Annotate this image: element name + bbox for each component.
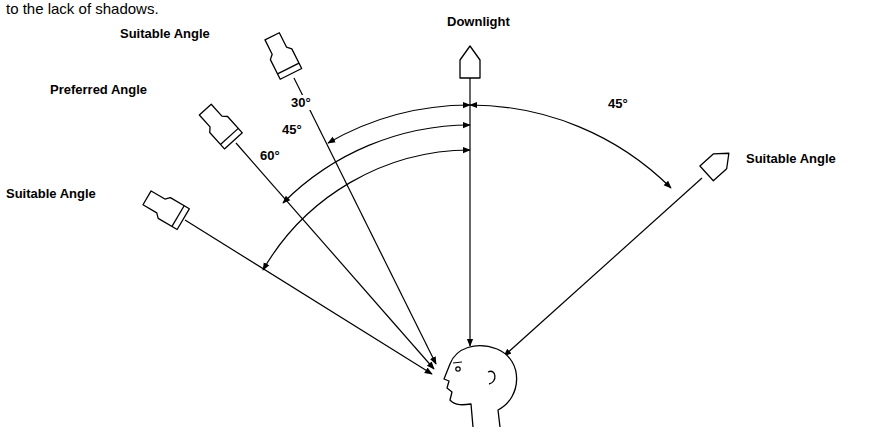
light-ray: [236, 143, 434, 369]
angle-label: Preferred Angle: [48, 82, 149, 97]
angle-value: 45°: [280, 122, 304, 137]
eyebrow: [453, 362, 462, 363]
spot-fixture: [196, 102, 242, 149]
eye: [456, 367, 460, 371]
angle-value: 45°: [606, 96, 630, 111]
downlight-ray: [469, 78, 470, 346]
angle-arc: [283, 125, 470, 203]
angle-value: 60°: [258, 148, 282, 163]
light-ray: [185, 220, 432, 374]
light-ray: [294, 78, 436, 364]
light-ray: [504, 178, 702, 356]
head-profile: [444, 346, 517, 427]
angle-arc: [470, 105, 671, 188]
angle-value: 30°: [289, 95, 313, 110]
angle-arc: [263, 150, 470, 270]
angle-label: Suitable Angle: [118, 26, 212, 41]
bullet-fixture: [700, 146, 736, 181]
angle-label: Suitable Angle: [4, 186, 98, 201]
spot-fixture: [261, 31, 301, 79]
note-text: to the lack of shadows.: [4, 0, 161, 17]
angle-label: Suitable Angle: [744, 151, 838, 166]
angle-arc: [328, 105, 470, 143]
ear: [488, 371, 495, 384]
spot-fixture: [141, 187, 189, 229]
downlight-fixture: [460, 46, 480, 78]
fixture-label: Downlight: [445, 14, 512, 29]
